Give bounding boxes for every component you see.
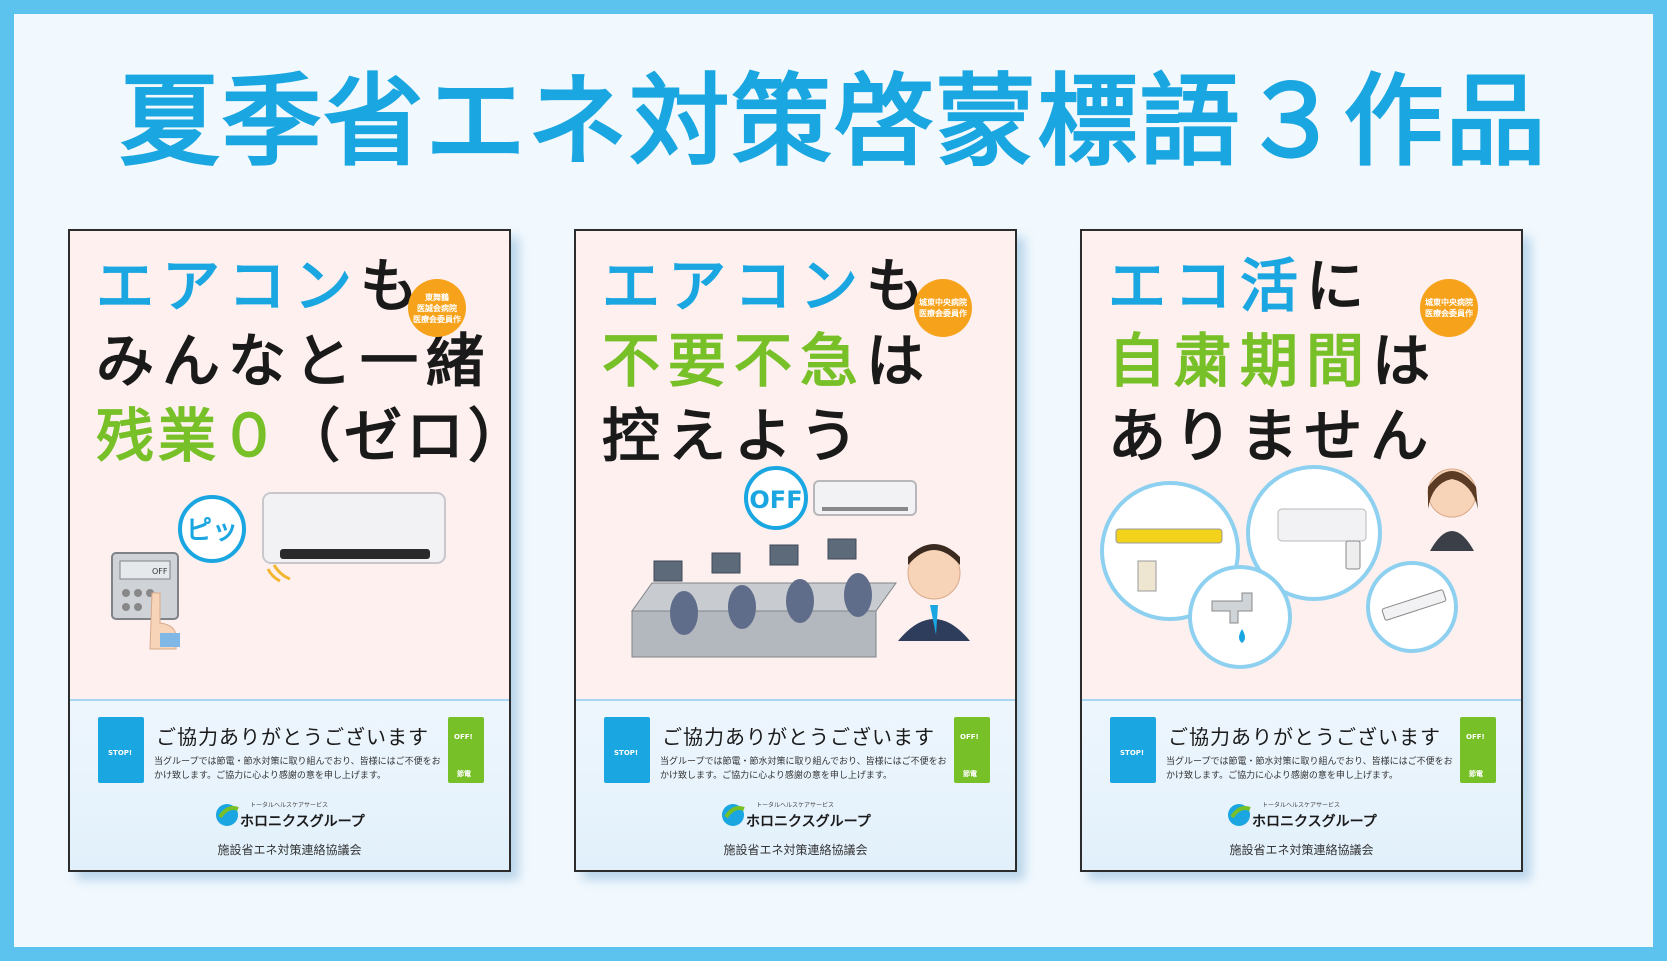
slogan-highlight: エアコン [96,252,361,320]
holonix-logo-icon [722,804,745,826]
slogan-text: は [866,327,933,395]
council-name: 施設省エネ対策連絡協議会 [1229,843,1374,857]
footer-note: 当グループでは節電・節水対策に取り組んでおり、皆様にはご不便をおかけ致します。ご… [154,757,441,781]
badge-line: 医療会委員作 [919,309,967,318]
group-name: ホロニクスグループ [746,814,871,830]
group-name: ホロニクスグループ [240,814,365,830]
slogan-text: （ゼロ） [282,402,511,470]
page-title: 夏季省エネ対策啓蒙標語３作品 [119,63,1548,180]
slogan-line-3: ありません [1108,402,1437,470]
slogan-text: に [1306,252,1373,320]
speech-text: ピッ [186,516,238,546]
group-tagline: トータルヘルスケアサービス [250,802,329,809]
thanks-text: ご協力ありがとうございます [156,725,429,749]
poster-footer: STOP! ご協力ありがとうございます 当グループでは節電・節水対策に取り組んで… [576,699,1015,870]
office-illustration: OFF [631,466,970,658]
badge-line: 東舞鶴 [425,292,449,302]
water-drop-icon [1239,629,1245,643]
speech-text: OFF [749,486,802,514]
slogan-line-1: エコ活に [1108,251,1372,321]
group-name: ホロニクスグループ [1252,814,1377,830]
group-tagline: トータルヘルスケアサービス [1262,802,1341,809]
power-label: 節電 [963,770,977,778]
group-tagline: トータルヘルスケアサービス [756,802,835,809]
council-name: 施設省エネ対策連絡協議会 [723,843,868,857]
panel-off-text: OFF [152,567,168,576]
poster-3: エコ活に 自粛期間は ありません 城東中央病院 医療会委員作 STOP! ご協力… [1080,229,1523,872]
appliances-illustration [1100,465,1478,669]
badge-line: 医療会委員作 [413,314,461,324]
aircon-remote-illustration: ピッ OFF [111,492,446,650]
off-label: OFF! [1466,733,1485,741]
council-name: 施設省エネ対策連絡協議会 [217,843,362,857]
faucet-icon [1211,592,1253,624]
footer-note: 当グループでは節電・節水対策に取り組んでおり、皆様にはご不便をおかけ致します。ご… [1166,757,1453,781]
water-drop-icon: STOP! [604,717,650,783]
off-label: OFF! [960,733,979,741]
lightbulb-icon: OFF! 節電 [448,717,484,783]
lightbulb-icon: OFF! 節電 [954,717,990,783]
poster-footer: STOP! ご協力ありがとうございます 当グループでは節電・節水対策に取り組んで… [1082,699,1521,870]
slogan-highlight: エアコン [602,252,867,320]
air-conditioner-icon [813,480,917,516]
power-label: 節電 [1469,770,1483,778]
faucet-circle [1188,565,1292,669]
author-badge: 東舞鶴 医誠会病院 医療会委員作 [408,279,466,337]
poster-1: エアコンも みんなと一緒 残業０（ゼロ） 東舞鶴 医誠会病院 医療会委員作 ピッ… [68,229,511,872]
stop-label: STOP! [108,749,133,757]
holonix-logo-icon [1228,804,1251,826]
slogan-line-2: 自粛期間は [1108,326,1438,396]
poster-footer: STOP! ご協力ありがとうございます 当グループでは節電・節水対策に取り組んで… [70,699,509,870]
stop-label: STOP! [614,749,639,757]
power-strip-icon [1381,589,1447,621]
slogan-line-2: みんなと一緒 [96,327,493,395]
off-label: OFF! [454,733,473,741]
slogan-text: は [1372,327,1439,395]
holonix-logo-icon [216,804,239,826]
monitor-icon [653,560,683,582]
slogan-line-1: エアコンも [96,251,426,321]
air-conditioner-icon [1277,508,1367,542]
speech-bubble-icon [744,466,808,530]
badge-line: 城東中央病院 [1425,298,1473,307]
speech-bubble-icon [178,495,246,563]
footer-note: 当グループでは節電・節水対策に取り組んでおり、皆様にはご不便をおかけ致します。ご… [660,757,947,781]
water-drop-icon: STOP! [1110,717,1156,783]
slogan-highlight: 自粛期間 [1108,327,1373,395]
stop-label: STOP! [1120,749,1145,757]
fluorescent-light-icon [1115,528,1223,544]
slogan-highlight: エコ活 [1108,252,1307,320]
badge-line: 城東中央病院 [919,298,967,307]
thanks-text: ご協力ありがとうございます [1168,725,1441,749]
poster-2: エアコンも 不要不急は 控えよう 城東中央病院 医療会委員作 OFF [574,229,1017,872]
badge-line: 医誠会病院 [417,303,457,313]
slogan-line-3: 残業０（ゼロ） [96,401,511,471]
slogan-line-2: 不要不急は [602,326,932,396]
slogan-highlight: 残業０ [96,402,283,470]
lightbulb-icon: OFF! 節電 [1460,717,1496,783]
thanks-text: ご協力ありがとうございます [662,725,935,749]
author-badge: 城東中央病院 医療会委員作 [914,279,972,337]
slogan-highlight: 不要不急 [602,327,867,395]
slogan-line-1: エアコンも [602,251,932,321]
power-label: 節電 [457,770,471,778]
switch-icon [1137,560,1157,592]
air-conditioner-icon [262,492,446,564]
slogan-line-3: 控えよう [602,402,867,470]
badge-line: 医療会委員作 [1425,309,1473,318]
remote-icon [1345,540,1361,570]
author-badge: 城東中央病院 医療会委員作 [1420,279,1478,337]
water-drop-icon: STOP! [98,717,144,783]
chair-icon [670,591,698,635]
